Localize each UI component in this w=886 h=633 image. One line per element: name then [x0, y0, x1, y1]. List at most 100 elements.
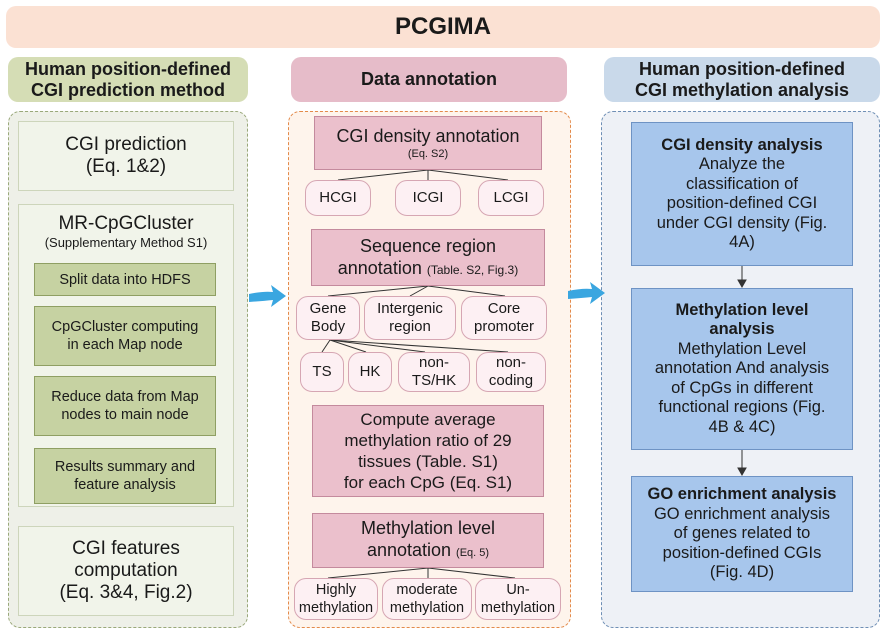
box-title: GO enrichment analysis [647, 485, 837, 504]
box-line: methylation ratio of 29 [344, 431, 512, 450]
header-prediction-method: Human position-defined CGI prediction me… [8, 57, 248, 102]
pill-line: Core [487, 300, 521, 317]
arrowhead [737, 467, 747, 477]
header-line: CGI prediction method [30, 79, 225, 100]
mr-cpgcluster-title: MR-CpGCluster [58, 213, 194, 234]
cgi-density-annotation-box: CGI density annotation (Eq. S2) [314, 116, 542, 170]
tree-line [329, 339, 426, 353]
box-line: GO enrichment analysis [653, 504, 831, 523]
box-line: position-defined CGI [666, 194, 818, 212]
big-arrow-mid-to-right [568, 282, 605, 304]
compute-methylation-box: Compute average methylation ratio of 29 … [312, 405, 544, 497]
pill-line: coding [488, 372, 534, 389]
pill-line: Gene [309, 300, 347, 317]
box-title: CGI density analysis [661, 135, 823, 154]
region-core-promoter: Core promoter [461, 296, 547, 340]
tree-line [327, 285, 429, 297]
tree-line [329, 339, 509, 353]
tree-line [321, 339, 331, 353]
meth-class-un: Un- methylation [475, 578, 561, 620]
methylation-level-annotation-box: Methylation level annotation (Eq. 5) [312, 513, 544, 568]
box-title: analysis [709, 320, 775, 339]
pill-line: non- [418, 354, 450, 371]
box-title: Sequence region [359, 235, 497, 256]
step-line: feature analysis [74, 477, 176, 493]
tree-line [329, 339, 367, 353]
cgi-prediction-box: CGI prediction (Eq. 1&2) [18, 121, 234, 191]
box-title-line2: annotation (Table. S2, Fig.3) [338, 257, 518, 281]
box-line: (Eq. 1&2) [85, 156, 167, 177]
box-title: CGI density annotation [336, 126, 520, 146]
pill-line: Body [310, 318, 346, 335]
box-line: of CpGs in different [671, 378, 813, 397]
density-class-lcgi: LCGI [478, 180, 544, 216]
header-line: Human position-defined [25, 58, 231, 79]
box-ref: (Eq. S2) [407, 148, 449, 160]
density-class-hcgi: HCGI [305, 180, 371, 216]
pill-line: Un- [506, 582, 530, 598]
page-title: PCGIMA [6, 6, 880, 48]
go-enrichment-analysis-box: GO enrichment analysis GO enrichment ana… [631, 476, 853, 592]
box-line: functional regions (Fig. [658, 398, 826, 417]
step-reduce-data: Reduce data from Map nodes to main node [34, 376, 216, 436]
pill-line: non- [495, 354, 527, 371]
tree-line [427, 567, 516, 579]
step-line: Reduce data from Map [51, 389, 199, 405]
step-results-summary: Results summary and feature analysis [34, 448, 216, 504]
box-title: annotation [337, 257, 422, 278]
box-line: tissues (Table. S1) [358, 452, 498, 471]
pill-line: methylation [389, 600, 465, 616]
big-arrow-left-to-mid [249, 285, 286, 307]
box-line: position-defined CGIs [662, 543, 822, 562]
box-line: Methylation Level [677, 339, 807, 358]
methylation-level-analysis-box: Methylation level analysis Methylation L… [631, 288, 853, 450]
box-line: 4A) [729, 233, 755, 251]
pill-line: promoter [473, 318, 535, 335]
tree-line [327, 567, 429, 579]
step-line: in each Map node [67, 337, 183, 353]
cgi-density-analysis-box: CGI density analysis Analyze the classif… [631, 122, 853, 266]
box-title-line2: annotation (Eq. 5) [367, 539, 489, 564]
box-line: of genes related to [673, 524, 811, 543]
pill-line: region [389, 318, 431, 335]
meth-class-highly: Highly methylation [294, 578, 378, 620]
step-line: Results summary and [54, 459, 196, 475]
pill-line: moderate [396, 582, 458, 598]
meth-class-moderate: moderate methylation [382, 578, 472, 620]
tree-line [427, 169, 509, 181]
region-intergenic: Intergenic region [364, 296, 456, 340]
pill-line: methylation [480, 600, 556, 616]
step-line: Split data into HDFS [59, 271, 191, 288]
pill-line: TS/HK [411, 372, 457, 389]
density-class-icgi: ICGI [395, 180, 461, 216]
step-cpgcluster-computing: CpGCluster computing in each Map node [34, 306, 216, 366]
sequence-region-annotation-box: Sequence region annotation (Table. S2, F… [311, 229, 545, 286]
box-ref: (Table. S2, Fig.3) [426, 262, 519, 277]
box-line: (Eq. 3&4, Fig.2) [59, 582, 193, 603]
gene-type-non-coding: non- coding [476, 352, 546, 392]
tree-line [427, 285, 506, 297]
tree-line [337, 169, 429, 181]
box-title: Methylation level [675, 300, 809, 319]
box-line: annotation And analysis [654, 359, 830, 378]
pill-line: Intergenic [377, 300, 443, 317]
header-methylation-analysis: Human position-defined CGI methylation a… [604, 57, 880, 102]
step-split-data: Split data into HDFS [34, 263, 216, 296]
box-line: CGI features [72, 538, 180, 559]
tree-line [409, 285, 429, 297]
gene-type-non-ts-hk: non- TS/HK [398, 352, 470, 392]
box-line: 4B & 4C) [708, 417, 776, 436]
arrowhead [737, 279, 747, 289]
box-line: (Fig. 4D) [709, 563, 775, 582]
gene-type-hk: HK [348, 352, 392, 392]
region-gene-body: Gene Body [296, 296, 360, 340]
box-line: under CGI density (Fig. [656, 213, 828, 232]
box-line: CGI prediction [65, 134, 187, 155]
box-line: Analyze the [698, 155, 786, 173]
step-line: CpGCluster computing [51, 319, 199, 335]
box-line: classification of [686, 174, 798, 193]
pill-line: methylation [298, 600, 374, 616]
header-data-annotation: Data annotation [291, 57, 567, 102]
box-title: annotation [366, 540, 452, 560]
cgi-features-box: CGI features computation (Eq. 3&4, Fig.2… [18, 526, 234, 616]
